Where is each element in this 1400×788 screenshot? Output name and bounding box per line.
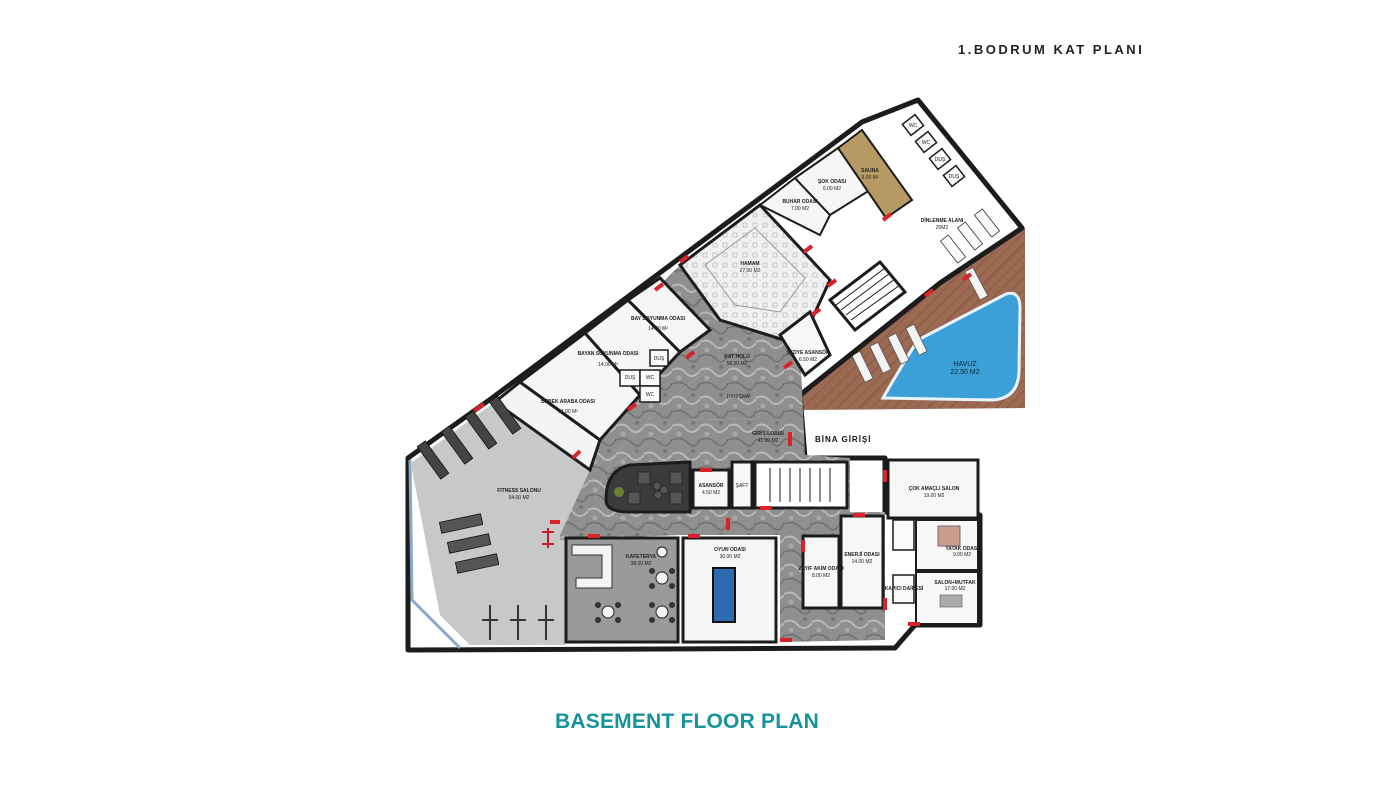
wc-label: WC xyxy=(922,140,931,146)
billiard-table xyxy=(712,567,736,623)
room-label-zayif-akim: ZAYIF AKIM ODASI xyxy=(798,566,844,572)
room-area-cok-amacli: 19.00 M2 xyxy=(924,493,945,499)
room-label-sok: ŞOK ODASI xyxy=(818,179,847,185)
exercise-bikes xyxy=(482,605,554,640)
room-area-kafeterya: 38.00 M2 xyxy=(631,561,652,567)
wc-label: WC xyxy=(646,375,655,381)
sun-loungers xyxy=(851,266,989,383)
room-area-kat-holu: 58.50 M2 xyxy=(727,361,748,367)
bed xyxy=(937,525,961,547)
wc-label: DUŞ xyxy=(949,174,960,180)
room-label-bay-soyunma: BAY SOYUNMA ODASI xyxy=(631,316,686,322)
room-area-giris-lobisi: 41.00 M2 xyxy=(758,438,779,444)
room-area-yatak: 9.00 M2 xyxy=(953,552,971,558)
wc-label: DUŞ xyxy=(625,375,636,381)
room-area-enerji: 14.00 M2 xyxy=(852,559,873,565)
lower-stair xyxy=(753,460,849,510)
room-label-enerji: ENERJİ ODASI xyxy=(844,551,880,558)
upper-stair xyxy=(827,259,908,333)
room-area-zayif-akim: 8.00 M2 xyxy=(812,573,830,579)
room-area-bay-soyunma: 14.00 M² xyxy=(648,326,668,332)
asansor-room xyxy=(691,468,731,510)
room-label-sauna: SAUNA xyxy=(861,168,879,174)
lobby-seating xyxy=(627,471,683,505)
room-label-asansor: ASANSÖR xyxy=(698,482,723,489)
fitness-floor xyxy=(412,402,590,645)
door-markers xyxy=(472,212,973,642)
room-label-salon-mutfak: SALON+MUTFAK xyxy=(934,580,976,586)
plant-icon xyxy=(614,487,624,497)
room-area-dinlenme: 20M2 xyxy=(936,225,949,231)
bay-soyunma-odasi xyxy=(625,276,713,354)
room-label-bebek-araba: BEBEK ARABA ODASI xyxy=(541,399,595,405)
cafe-tables xyxy=(601,546,669,619)
room-label-bayan-soyunma: BAYAN SOYUNMA ODASI xyxy=(578,351,639,357)
shaft-label: ŞAFT xyxy=(736,483,749,489)
building-entrance-label: BİNA GİRİŞİ xyxy=(815,435,871,444)
reception-pod xyxy=(604,460,692,514)
room-area-oyun-odasi: 30.00 M2 xyxy=(720,554,741,560)
wc-label: WC xyxy=(646,392,655,398)
weight-rack xyxy=(542,528,554,548)
pool-name-label: HAVUZ xyxy=(953,361,977,368)
rest-area-loungers xyxy=(939,208,1001,264)
room-label-giris-lobisi: GİRİŞ LOBİSİ xyxy=(752,430,784,437)
zayif-akim-odasi xyxy=(801,534,841,610)
wc-shower-cells xyxy=(901,113,966,188)
room-area-bayan-soyunma: 14.00 M² xyxy=(598,362,618,368)
plan-title-turkish: 1.BODRUM KAT PLANI xyxy=(958,42,1145,57)
room-area-asansor: 4.50 M2 xyxy=(702,490,720,496)
room-label-cok-amacli: ÇOK AMAÇLI SALON xyxy=(909,486,960,492)
room-area-hamam: 27.00 M2 xyxy=(740,268,761,274)
cok-amacli-salon xyxy=(886,458,980,520)
room-area-sauna: 9.00 M² xyxy=(862,175,879,181)
room-area-fitness: 54.00 M2 xyxy=(509,495,530,501)
benches xyxy=(438,513,500,574)
room-label-hamam: HAMAM xyxy=(740,261,759,267)
room-label-kafeterya: KAFETERYA xyxy=(626,554,656,560)
room-label-kat-holu: KAT HOLÜ xyxy=(724,353,750,360)
danisma-label: DANIŞMA xyxy=(727,394,750,400)
changing-wc-cells xyxy=(619,349,669,403)
wc-label: WC xyxy=(909,123,918,129)
room-labels: FITNESS SALONU 54.00 M2 BEBEK ARABA ODAS… xyxy=(497,123,979,592)
wc-label: DUŞ xyxy=(935,157,946,163)
treadmills xyxy=(416,395,522,480)
room-area-salon-mutfak: 17.00 M2 xyxy=(945,586,966,592)
plan-caption: BASEMENT FLOOR PLAN xyxy=(555,710,819,733)
room-label-buhar: BUHAR ODASI xyxy=(782,199,818,205)
room-area-buhar: 7.00 M2 xyxy=(791,206,809,212)
room-area-sedye-asansor: 6.50 M2 xyxy=(799,357,817,363)
shaft-room xyxy=(730,460,754,510)
room-area-bebek-araba: 17.00 M² xyxy=(558,409,578,415)
room-label-fitness: FITNESS SALONU xyxy=(497,488,541,494)
wc-label: DUŞ xyxy=(654,356,665,362)
pool-area-label: 22.50 M2 xyxy=(950,369,979,376)
room-label-sedye-asansor: SEDYE ASANSÖR xyxy=(786,349,830,356)
sedye-asansor xyxy=(778,309,832,378)
room-label-kapici: KAPICI DAİRESİ xyxy=(885,585,924,592)
room-area-sok: 6.00 M2 xyxy=(823,186,841,192)
cafe-chairs xyxy=(595,568,675,623)
room-label-dinlenme: DİNLENME ALANI xyxy=(921,217,964,224)
room-label-yatak: YATAK ODASI xyxy=(945,546,979,552)
sauna xyxy=(836,128,914,220)
room-label-oyun-odasi: OYUN ODASI xyxy=(714,547,746,553)
